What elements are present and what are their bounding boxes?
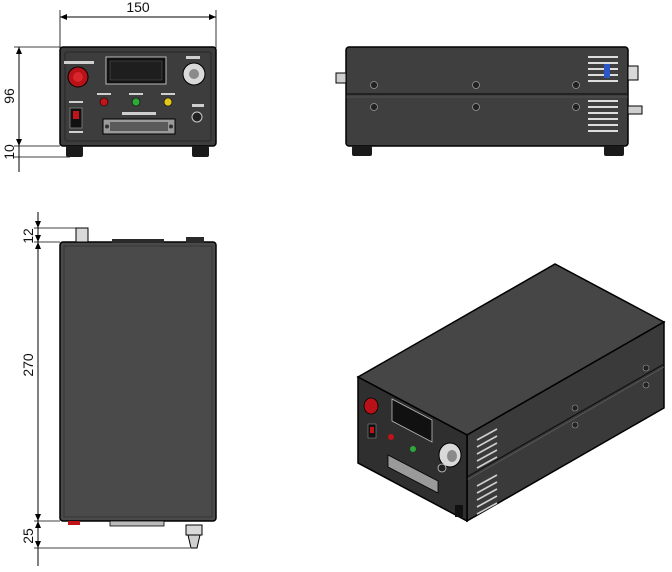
iso-emergency-stop-icon (363, 397, 379, 415)
led-green-icon (131, 97, 141, 107)
dim-bottom-protrusion-label: 25 (20, 528, 36, 544)
dim-depth-label: 270 (20, 353, 36, 377)
front-view: 150 96 10 (1, 0, 217, 172)
dim-top-protrusion-label: 12 (20, 228, 36, 244)
iso-display-icon (391, 398, 433, 443)
led-red-icon (99, 97, 109, 107)
isometric-view (356, 263, 666, 523)
front-foot-left (66, 146, 83, 157)
dim-height-label: 96 (1, 88, 17, 104)
side-vent-grille (588, 56, 618, 132)
key-switch-icon (191, 111, 203, 123)
front-foot-right (192, 146, 209, 157)
led-yellow-icon (163, 97, 173, 107)
iso-connector-icon (387, 454, 439, 494)
top-view: 12 270 25 (20, 212, 217, 566)
side-body (345, 46, 629, 147)
side-view (335, 46, 643, 156)
rear-connector-icon (75, 227, 89, 243)
dim-width-label: 150 (126, 0, 150, 15)
top-body (59, 241, 217, 522)
top-knob-icon (185, 524, 203, 536)
dim-feet-label: 10 (1, 144, 17, 160)
front-panel (59, 46, 217, 147)
